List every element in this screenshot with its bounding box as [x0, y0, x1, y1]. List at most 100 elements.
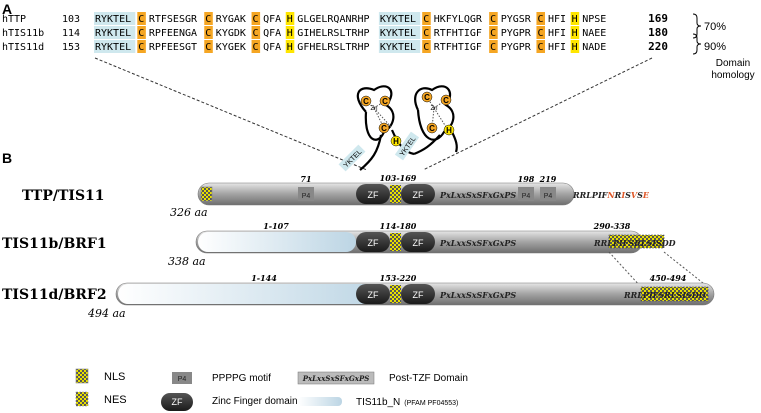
homology-label-1: Domain — [716, 58, 750, 69]
guide-line-left — [94, 57, 368, 171]
seq-end: 180 — [648, 26, 668, 39]
residue-highlight — [285, 26, 295, 39]
svg-text:PxLxxSxSFxGxPS: PxLxxSxSFxGxPS — [302, 374, 370, 383]
ppppg-legend-icon — [172, 372, 192, 384]
homology-70: 70% — [704, 21, 726, 33]
protein-name: TIS11d/BRF2 — [2, 287, 107, 303]
seq-end: 169 — [648, 12, 668, 25]
seq-segment: C — [138, 42, 144, 53]
residue-highlight — [422, 12, 431, 25]
seq-segment: C — [490, 28, 496, 39]
seq-segment: RYKTEL — [95, 28, 131, 39]
residue-highlight — [536, 26, 545, 39]
seq-name: hTIS11b — [2, 28, 44, 39]
seq-segment: NADE — [582, 42, 606, 53]
panel-a-label: A — [2, 1, 12, 17]
seq-segment: QFA — [263, 28, 281, 39]
residue-highlight — [570, 40, 580, 53]
residue-highlight — [94, 26, 136, 39]
svg-text:ZF: ZF — [368, 190, 379, 200]
residue-highlight — [204, 12, 213, 25]
svg-text:Zn: Zn — [370, 106, 377, 112]
svg-text:C: C — [363, 97, 369, 106]
seq-segment: H — [572, 28, 578, 39]
svg-text:PxLxxSxSFxGxPS: PxLxxSxSFxGxPS — [439, 290, 516, 300]
seq-segment: NPSE — [582, 14, 606, 25]
protein-ttp: TTP/TIS11 P4 71 ZF ZF 103-169 PxLxxSxSFx… — [22, 173, 650, 219]
protein-length: 326 aa — [170, 206, 208, 219]
svg-text:P4: P4 — [178, 376, 187, 383]
residue-highlight — [137, 12, 146, 25]
nes-sequence: RRLPIFNRISVSE — [572, 190, 650, 200]
seq-segment: C — [205, 42, 211, 53]
seq-segment: KYKTEL — [380, 42, 416, 53]
residue-highlight — [94, 12, 136, 25]
seq-segment: RTFHTIGF — [434, 42, 482, 53]
legend-nes: NES — [104, 394, 127, 406]
svg-text:PxLxxSxSFxGxPS: PxLxxSxSFxGxPS — [439, 238, 516, 248]
residue-highlight — [378, 40, 421, 53]
residue-highlight — [94, 40, 136, 53]
ppppg-motif — [298, 187, 314, 201]
tis11b-n-domain — [198, 232, 356, 252]
seq-segment: KYKTEL — [380, 28, 416, 39]
protein-length: 338 aa — [168, 255, 206, 268]
seq-segment: RTFSESGR — [149, 14, 198, 25]
seq-segment: H — [572, 14, 578, 25]
residue-highlight — [570, 26, 580, 39]
svg-text:ZF: ZF — [368, 290, 379, 300]
seq-start: 114 — [62, 28, 80, 39]
seq-segment: KYGDK — [216, 28, 246, 39]
seq-segment: C — [138, 28, 144, 39]
residue-highlight — [422, 26, 431, 39]
protein-tis11d: TIS11d/BRF2 1-144 ZF ZF 153-220 PxLxxSxS… — [2, 273, 715, 320]
svg-text:H: H — [393, 137, 399, 146]
residue-highlight — [285, 40, 295, 53]
seq-segment: PYGSR — [501, 14, 532, 25]
seq-segment: GLGELRQANRHP — [297, 14, 369, 25]
nls-box — [390, 185, 401, 203]
seq-segment: RYKTEL — [95, 42, 131, 53]
seq-segment: C — [423, 28, 429, 39]
seq-segment: C — [253, 28, 259, 39]
seq-segment: RPFEENGA — [149, 28, 197, 39]
seq-segment: KYKTEL — [380, 14, 416, 25]
zinc-finger-1 — [356, 184, 390, 204]
svg-text:C: C — [429, 124, 435, 133]
seq-segment: PYGPR — [501, 28, 532, 39]
residue-highlight — [489, 26, 498, 39]
seq-name: hTTP — [2, 14, 26, 25]
zinc-finger-diagram: Zn C C C H YKTEL Zn C C C H YKTEL — [338, 85, 458, 172]
seq-segment: H — [287, 42, 293, 53]
seq-end: 220 — [648, 40, 668, 53]
svg-text:219: 219 — [539, 174, 557, 184]
svg-text:198: 198 — [518, 174, 535, 184]
svg-text:H: H — [446, 126, 452, 135]
homology-90: 90% — [704, 41, 726, 53]
residue-highlight — [251, 12, 261, 25]
svg-text:ZF: ZF — [172, 397, 183, 407]
protein-name: TIS11b/BRF1 — [2, 236, 107, 252]
protein-length: 494 aa — [87, 307, 126, 320]
seq-segment: C — [537, 14, 543, 25]
seq-start: 153 — [62, 42, 80, 53]
seq-segment: H — [287, 14, 293, 25]
seq-segment: C — [253, 42, 259, 53]
seq-segment: C — [490, 42, 496, 53]
tis-legend-icon — [298, 397, 342, 406]
residue-highlight — [536, 40, 545, 53]
seq-segment: RYGAK — [216, 14, 246, 25]
legend-zf: Zinc Finger domain — [212, 396, 298, 407]
svg-text:ZF: ZF — [413, 238, 424, 248]
seq-segment: PYGPR — [501, 42, 532, 53]
seq-segment: C — [205, 14, 211, 25]
legend-ppppg: PPPPG motif — [212, 373, 271, 384]
legend-tis: TIS11b_N(PFAM PF04553) — [356, 397, 458, 408]
seq-segment: C — [423, 42, 429, 53]
seq-segment: HFI — [548, 14, 566, 25]
protein-name: TTP/TIS11 — [22, 188, 105, 204]
post-tzf: PxLxxSxSFxGxPS — [439, 190, 516, 200]
svg-text:C: C — [381, 124, 387, 133]
